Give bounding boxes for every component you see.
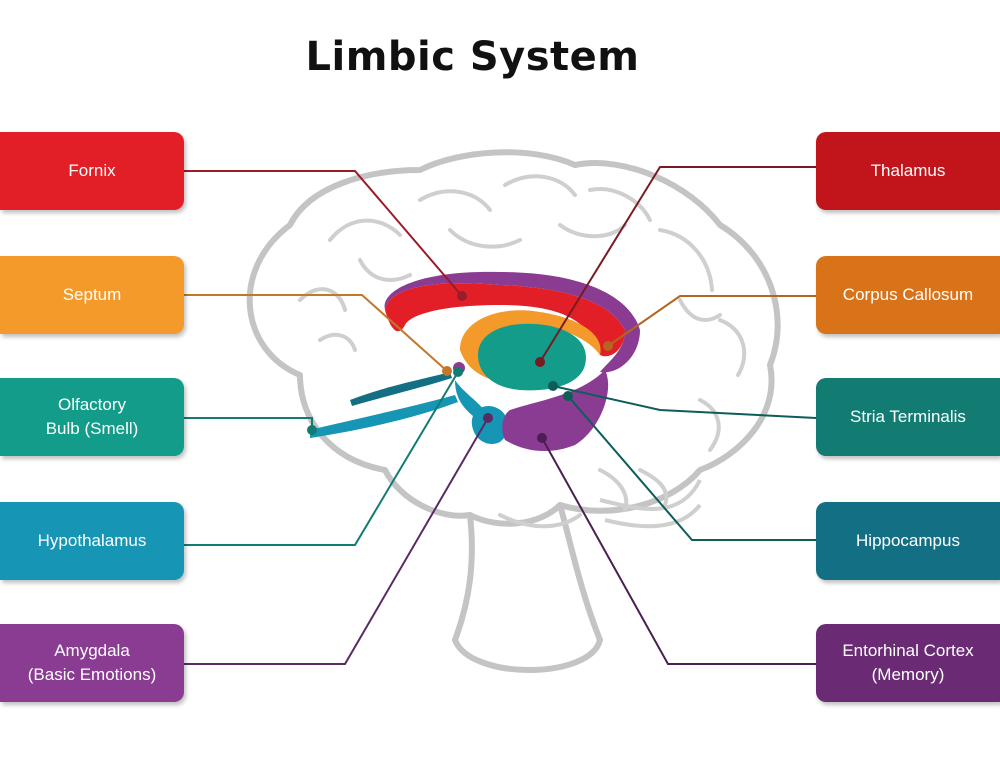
label-entorhinal-cortex: Entorhinal Cortex (Memory)	[816, 624, 1000, 702]
label-fornix: Fornix	[0, 132, 184, 210]
hypothalamus-connector	[184, 371, 459, 546]
olfactory-connector	[184, 417, 313, 430]
septum-structure	[460, 310, 601, 382]
amygdala-structure	[471, 405, 508, 445]
hippocampus-connector	[567, 395, 816, 541]
label-thalamus: Thalamus	[816, 132, 1000, 210]
fornix-structure	[385, 283, 625, 357]
entorhinal-connector	[541, 437, 816, 665]
label-hippocampus: Hippocampus	[816, 502, 1000, 580]
label-stria-terminalis: Stria Terminalis	[816, 378, 1000, 456]
label-amygdala: Amygdala (Basic Emotions)	[0, 624, 184, 702]
thalamus-connector	[539, 166, 816, 363]
septum-connector	[184, 294, 448, 372]
brain-outline	[246, 149, 781, 673]
corpus-callosum-structure	[384, 271, 640, 373]
cerebellum	[599, 479, 702, 529]
fornix-connector	[184, 170, 463, 297]
diagram-title: Limbic System	[305, 34, 640, 80]
label-olfactory-bulb: Olfactory Bulb (Smell)	[0, 378, 184, 456]
hippocampus-structure	[502, 370, 609, 452]
olfactory-structure	[310, 395, 458, 438]
label-corpus-callosum: Corpus Callosum	[816, 256, 1000, 334]
label-septum: Septum	[0, 256, 184, 334]
olfactory-structure-2	[350, 372, 452, 406]
limbic-structures	[310, 271, 640, 452]
corpus-callosum-connector	[607, 295, 816, 347]
amygdala-connector	[184, 417, 489, 665]
thalamus-structure	[478, 323, 586, 391]
label-hypothalamus: Hypothalamus	[0, 502, 184, 580]
stria-connector	[552, 385, 817, 419]
connector-dots	[307, 291, 613, 443]
